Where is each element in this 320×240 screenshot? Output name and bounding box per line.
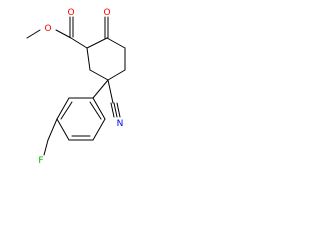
ketone-oxygen-label: O — [103, 8, 110, 18]
bond-nitrile-triple-a — [110, 102, 115, 118]
fluorine-label: F — [38, 156, 43, 166]
bond-ring-6 — [86, 47, 91, 71]
bond-ester-to-ring — [70, 37, 88, 49]
bond-benzene-2 — [56, 97, 70, 120]
bond-c-f — [47, 118, 58, 141]
molecule-structure: O O O N F — [26, 8, 126, 166]
bond-methyl-o — [26, 29, 41, 39]
bond-ring-4 — [107, 69, 126, 81]
bond-ring-5 — [89, 69, 109, 81]
bond-benzene-6 — [92, 97, 106, 120]
bond-ring-2 — [106, 37, 126, 49]
bond-ring-1 — [86, 37, 108, 49]
bond-benzene-3 — [56, 118, 70, 141]
bond-nitrile-triple-c — [116, 102, 121, 118]
bond-aryl-link — [92, 79, 109, 99]
bond-benzene-inner-1 — [60, 101, 73, 120]
bond-nitrile-single — [107, 79, 114, 104]
bond-c-f-tail — [43, 139, 49, 156]
ester-carbonyl-oxygen-label: O — [67, 8, 74, 18]
bond-nitrile-triple-b — [113, 102, 118, 118]
ester-oxygen-label: O — [44, 24, 51, 34]
bond-benzene-5 — [92, 118, 106, 141]
bond-benzene-inner-3 — [89, 101, 102, 120]
nitrogen-label: N — [117, 119, 124, 129]
bond-ester-o-c — [55, 29, 72, 39]
